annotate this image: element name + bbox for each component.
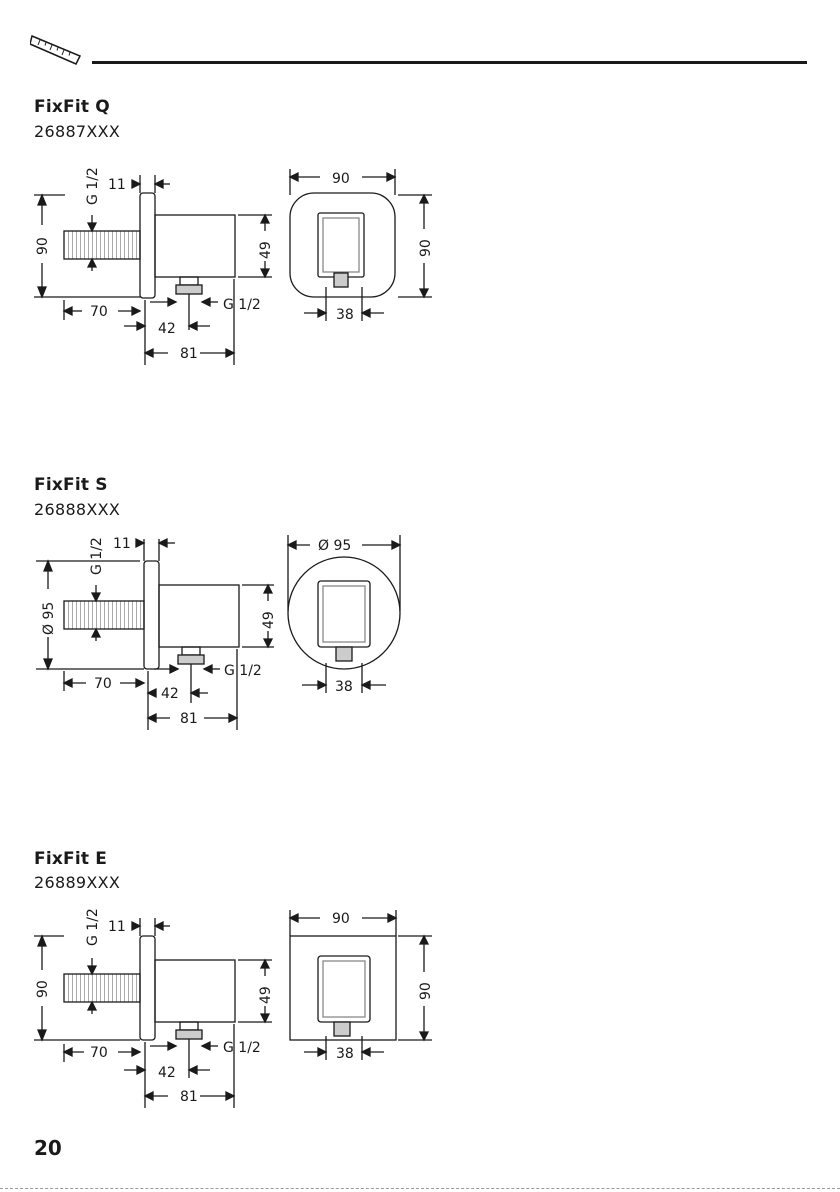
dim-flange: 11: [108, 919, 126, 935]
dim-depth: 81: [180, 1089, 198, 1105]
product-title: FixFit E: [34, 849, 107, 869]
dim-outlet-width: 38: [335, 679, 353, 695]
product-code: 26888XXX: [34, 500, 120, 519]
dim-width: 90: [332, 171, 350, 187]
dimension-drawing-fixfit-e: G 1/2 90 11 49 70 G 1/2 42 81 90 90 38: [0, 900, 460, 1115]
side-view: [64, 936, 235, 1040]
page-number: 20: [34, 1136, 62, 1160]
dim-height: Ø 95: [41, 602, 57, 635]
dim-depth: 81: [180, 711, 198, 727]
page-bottom-edge: [0, 1188, 840, 1189]
product-code: 26889XXX: [34, 873, 120, 892]
dim-outlet-offset: 42: [158, 321, 176, 337]
dim-outlet-thread: G 1/2: [223, 1040, 261, 1056]
dim-pipe-length: 70: [94, 676, 112, 692]
product-title: FixFit Q: [34, 97, 110, 117]
dimension-drawing-fixfit-s: G 1/2 Ø 95 11 49 70 G 1/2 42 81 Ø 95 38: [0, 525, 460, 740]
dim-outlet-offset: 42: [161, 686, 179, 702]
header-rule: [92, 61, 807, 64]
dim-body-height: 49: [261, 611, 277, 629]
dim-hose-thread: G 1/2: [89, 537, 105, 575]
dim-flange: 11: [113, 536, 131, 552]
dim-body-height: 49: [258, 241, 274, 259]
dim-flange: 11: [108, 177, 126, 193]
side-view: [64, 561, 239, 669]
dim-side-height: 90: [418, 982, 434, 1000]
dim-depth: 81: [180, 346, 198, 362]
dim-outlet-thread: G 1/2: [224, 663, 262, 679]
dim-height: 90: [35, 980, 51, 998]
front-view: [290, 193, 395, 297]
dim-width: 90: [332, 911, 350, 927]
dim-hose-thread: G 1/2: [85, 908, 101, 946]
dim-outlet-width: 38: [336, 307, 354, 323]
front-view: [288, 557, 400, 669]
product-title: FixFit S: [34, 475, 108, 495]
side-view: [64, 193, 235, 298]
dim-side-height: 90: [418, 239, 434, 257]
dim-body-height: 49: [258, 986, 274, 1004]
dim-height: 90: [35, 237, 51, 255]
dim-pipe-length: 70: [90, 304, 108, 320]
dim-hose-thread: G 1/2: [85, 167, 101, 205]
dim-outlet-width: 38: [336, 1046, 354, 1062]
ruler-icon: [30, 30, 86, 66]
dimension-drawing-fixfit-q: G 1/2 90 11 49 70 G 1/2 42 81 90 90 38: [0, 155, 460, 370]
dim-outlet-thread: G 1/2: [223, 297, 261, 313]
dim-pipe-length: 70: [90, 1045, 108, 1061]
dim-outlet-offset: 42: [158, 1065, 176, 1081]
product-code: 26887XXX: [34, 122, 120, 141]
dim-width: Ø 95: [318, 538, 351, 554]
front-view: [290, 936, 396, 1040]
